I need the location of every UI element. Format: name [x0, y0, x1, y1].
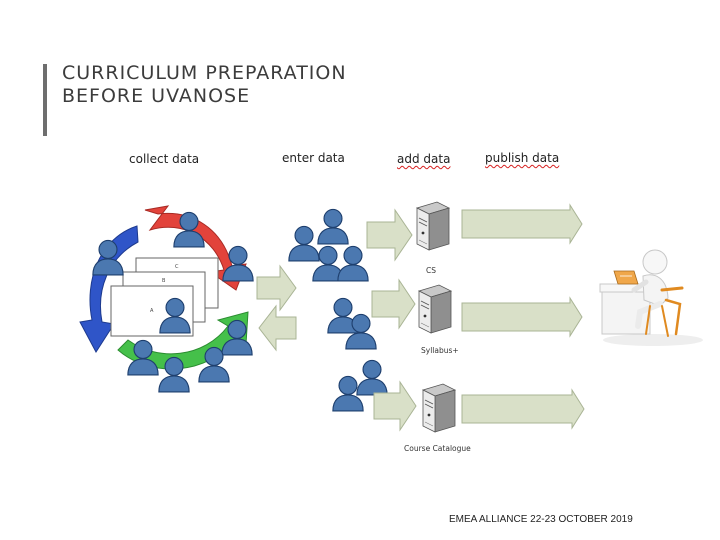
arrow-right — [256, 264, 297, 312]
system-label-cs: CS — [426, 266, 436, 275]
arrow-right — [461, 296, 583, 338]
person-icon — [337, 245, 369, 282]
footer-text: EMEA ALLIANCE 22-23 OCTOBER 2019 — [449, 514, 633, 525]
system-label-course-catalogue: Course Catalogue — [404, 444, 471, 453]
svg-text:B: B — [162, 278, 166, 284]
publish-arrows — [461, 203, 585, 430]
person-icon — [288, 225, 320, 262]
stage-label-enter: enter data — [282, 151, 345, 165]
person-icon — [317, 208, 349, 245]
arrow-left — [258, 304, 297, 352]
arrow-right — [461, 203, 583, 245]
server-icon — [422, 383, 456, 433]
svg-text:A: A — [150, 308, 154, 314]
title-line-1: CURRICULUM PREPARATION — [62, 62, 347, 84]
arrow-right — [366, 208, 413, 262]
title-accent-bar — [43, 64, 47, 136]
server-icon — [418, 284, 452, 334]
arrow-right — [461, 388, 585, 430]
systems — [416, 201, 456, 433]
exchange-arrows — [256, 264, 297, 352]
person-icon — [356, 359, 388, 396]
computer-user-icon — [599, 249, 703, 346]
stage-label-publish: publish data — [485, 151, 560, 165]
stage-label-collect: collect data — [129, 152, 200, 166]
arrow-right — [371, 278, 416, 330]
stage-label-add: add data — [397, 152, 451, 166]
add-arrows — [366, 208, 417, 432]
title-line-2: BEFORE UVANOSE — [62, 85, 251, 107]
system-label-syllabus: Syllabus+ — [421, 346, 459, 355]
svg-text:C: C — [175, 264, 179, 270]
slide-title: CURRICULUM PREPARATION BEFORE UVANOSE — [62, 62, 347, 108]
arrow-right — [373, 380, 417, 432]
server-icon — [416, 201, 450, 251]
